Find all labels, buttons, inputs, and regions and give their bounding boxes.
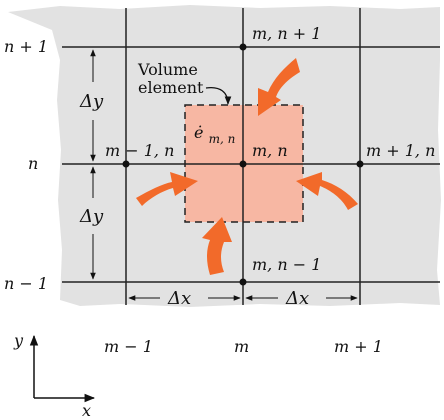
node-label-top: m, n + 1 <box>252 24 321 43</box>
curved-arrow-icon <box>296 172 358 210</box>
dot-icon <box>239 43 247 51</box>
node-label-bottom: m, n − 1 <box>252 255 321 274</box>
dot-icon <box>122 160 130 168</box>
node-label-right: m + 1, n <box>366 141 435 160</box>
delta-y-label-lower: Δy <box>79 206 104 227</box>
axis-label-x: x <box>82 401 91 420</box>
row-label-n-plus-1: n + 1 <box>4 37 48 56</box>
col-label-m-plus-1: m + 1 <box>334 337 383 356</box>
axis-label-y: y <box>13 331 24 350</box>
curved-arrow-icon <box>258 58 300 116</box>
volume-element-label-line1: Volume <box>137 60 198 79</box>
node-label-left: m − 1, n <box>105 141 174 160</box>
delta-y-label-upper: Δy <box>79 91 104 112</box>
dot-icon <box>239 278 247 286</box>
row-label-n: n <box>28 154 38 173</box>
row-label-n-minus-1: n − 1 <box>4 274 48 293</box>
heat-arrows <box>136 58 358 275</box>
nodes <box>122 43 364 286</box>
node-label-center: m, n <box>252 141 288 160</box>
col-label-m-minus-1: m − 1 <box>104 337 153 356</box>
col-label-m: m <box>234 337 249 356</box>
delta-x-label-right: Δx <box>285 288 309 309</box>
dot-icon <box>356 160 364 168</box>
generation-subscript: m, n <box>209 132 236 146</box>
coordinate-axes <box>29 334 96 403</box>
volume-element-pointer <box>205 87 232 105</box>
curved-arrow-icon <box>202 217 232 275</box>
generation-symbol: ė <box>194 123 203 142</box>
delta-x-label-left: Δx <box>167 288 191 309</box>
volume-element-label-line2: element <box>138 78 204 97</box>
curved-arrow-icon <box>136 172 198 206</box>
dot-icon <box>239 160 247 168</box>
generation-term: ė m, n <box>194 123 235 146</box>
